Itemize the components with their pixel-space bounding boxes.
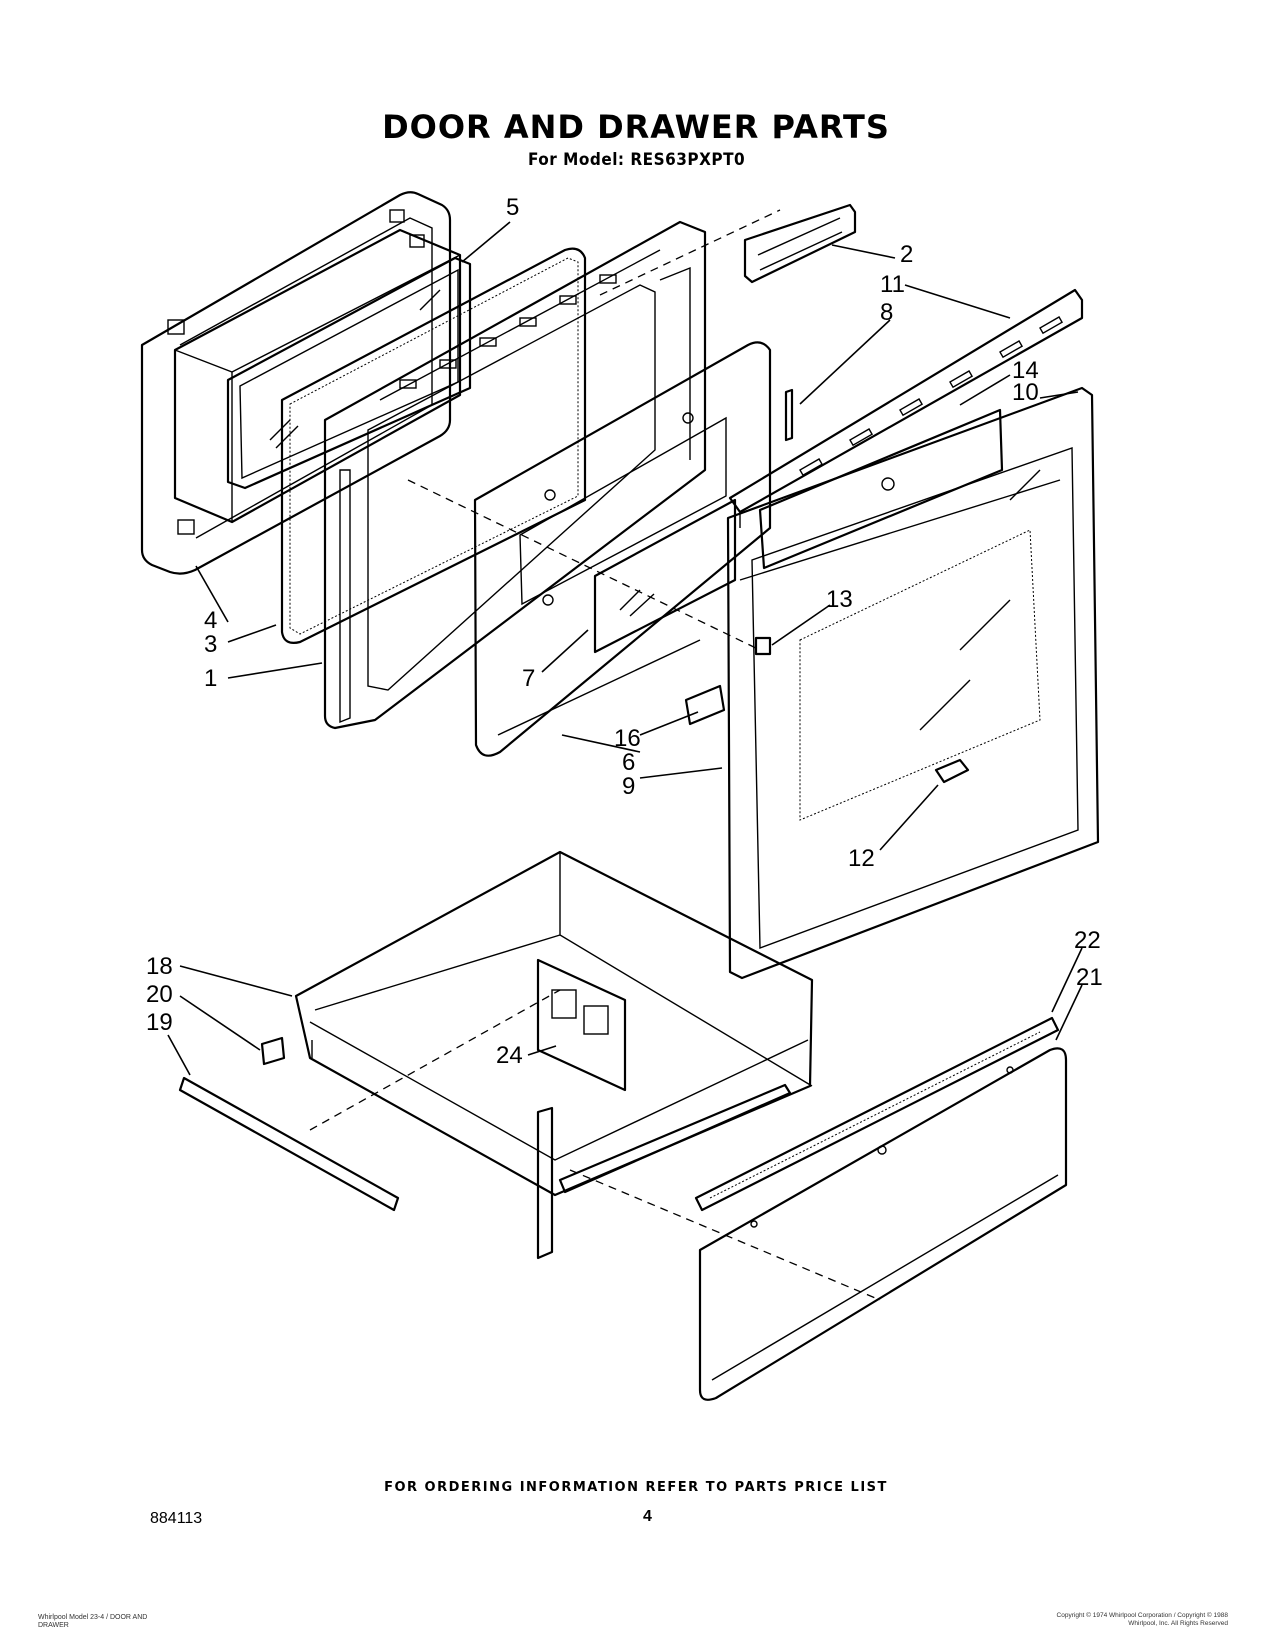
assembly-line-1 — [407, 479, 761, 651]
callout-6: 6 — [622, 749, 635, 776]
callout-11: 11 — [880, 271, 905, 298]
part-13-latch — [754, 636, 772, 656]
part-24-rear-bracket — [536, 958, 627, 1092]
callout-20: 20 — [146, 981, 173, 1008]
part-8-clip — [784, 388, 794, 442]
part-5-glass-pack — [226, 256, 472, 490]
page-number: 4 — [643, 1508, 652, 1525]
callout-1: 1 — [204, 665, 217, 692]
part-16-hinge — [684, 684, 726, 726]
part-22-trim-strip — [694, 1016, 1060, 1212]
part-12-handle-clip — [934, 758, 970, 784]
fine-print-left: Whirlpool Model 23-4 / DOOR AND DRAWER — [38, 1614, 148, 1629]
assembly-line-2 — [599, 209, 781, 296]
part-2-bracket — [743, 203, 857, 284]
callout-21: 21 — [1076, 964, 1103, 991]
callout-10: 10 — [1012, 379, 1039, 406]
part-1-inner-door — [323, 220, 707, 730]
part-19-drawer-rail — [178, 1076, 400, 1212]
part-20-drawer-stop — [260, 1036, 286, 1066]
callout-2: 2 — [900, 241, 913, 268]
leader-lines — [167, 221, 1083, 1076]
model-subtitle: For Model: RES63PXPT0 — [528, 150, 746, 170]
callout-24: 24 — [496, 1042, 523, 1069]
callout-3: 3 — [204, 631, 217, 658]
callout-12: 12 — [848, 845, 875, 872]
callout-7: 7 — [522, 665, 535, 692]
page-title: DOOR AND DRAWER PARTS — [382, 108, 890, 146]
part-14-control-panel-trim — [758, 408, 1004, 570]
part-18-drawer-body — [294, 850, 814, 1197]
part-3-door-gasket — [280, 247, 587, 644]
callout-18: 18 — [146, 953, 173, 980]
part-6-inner-panel — [473, 341, 772, 757]
callout-4: 4 — [204, 607, 217, 634]
callout-9: 9 — [622, 773, 635, 800]
part-4-inner-box — [173, 228, 462, 524]
callout-13: 13 — [826, 586, 853, 613]
callout-16: 16 — [614, 725, 641, 752]
callout-5: 5 — [506, 194, 519, 221]
callout-19: 19 — [146, 1009, 173, 1036]
part-11-top-trim — [728, 288, 1084, 528]
assembly-line-3 — [309, 989, 561, 1131]
document-number: 884113 — [150, 1510, 203, 1527]
fine-print-right: Copyright © 1974 Whirlpool Corporation /… — [1056, 1612, 1228, 1627]
callout-22: 22 — [1074, 927, 1101, 954]
part-4-door-liner — [140, 191, 452, 575]
part-21-drawer-front — [698, 1047, 1068, 1401]
part-7-window-glass — [593, 498, 737, 654]
ordering-note: FOR ORDERING INFORMATION REFER TO PARTS … — [384, 1480, 888, 1495]
callout-8: 8 — [880, 299, 893, 326]
part-9-outer-door — [726, 386, 1100, 980]
drawer-side-rail — [536, 1083, 792, 1260]
callout-14: 14 — [1012, 357, 1039, 384]
